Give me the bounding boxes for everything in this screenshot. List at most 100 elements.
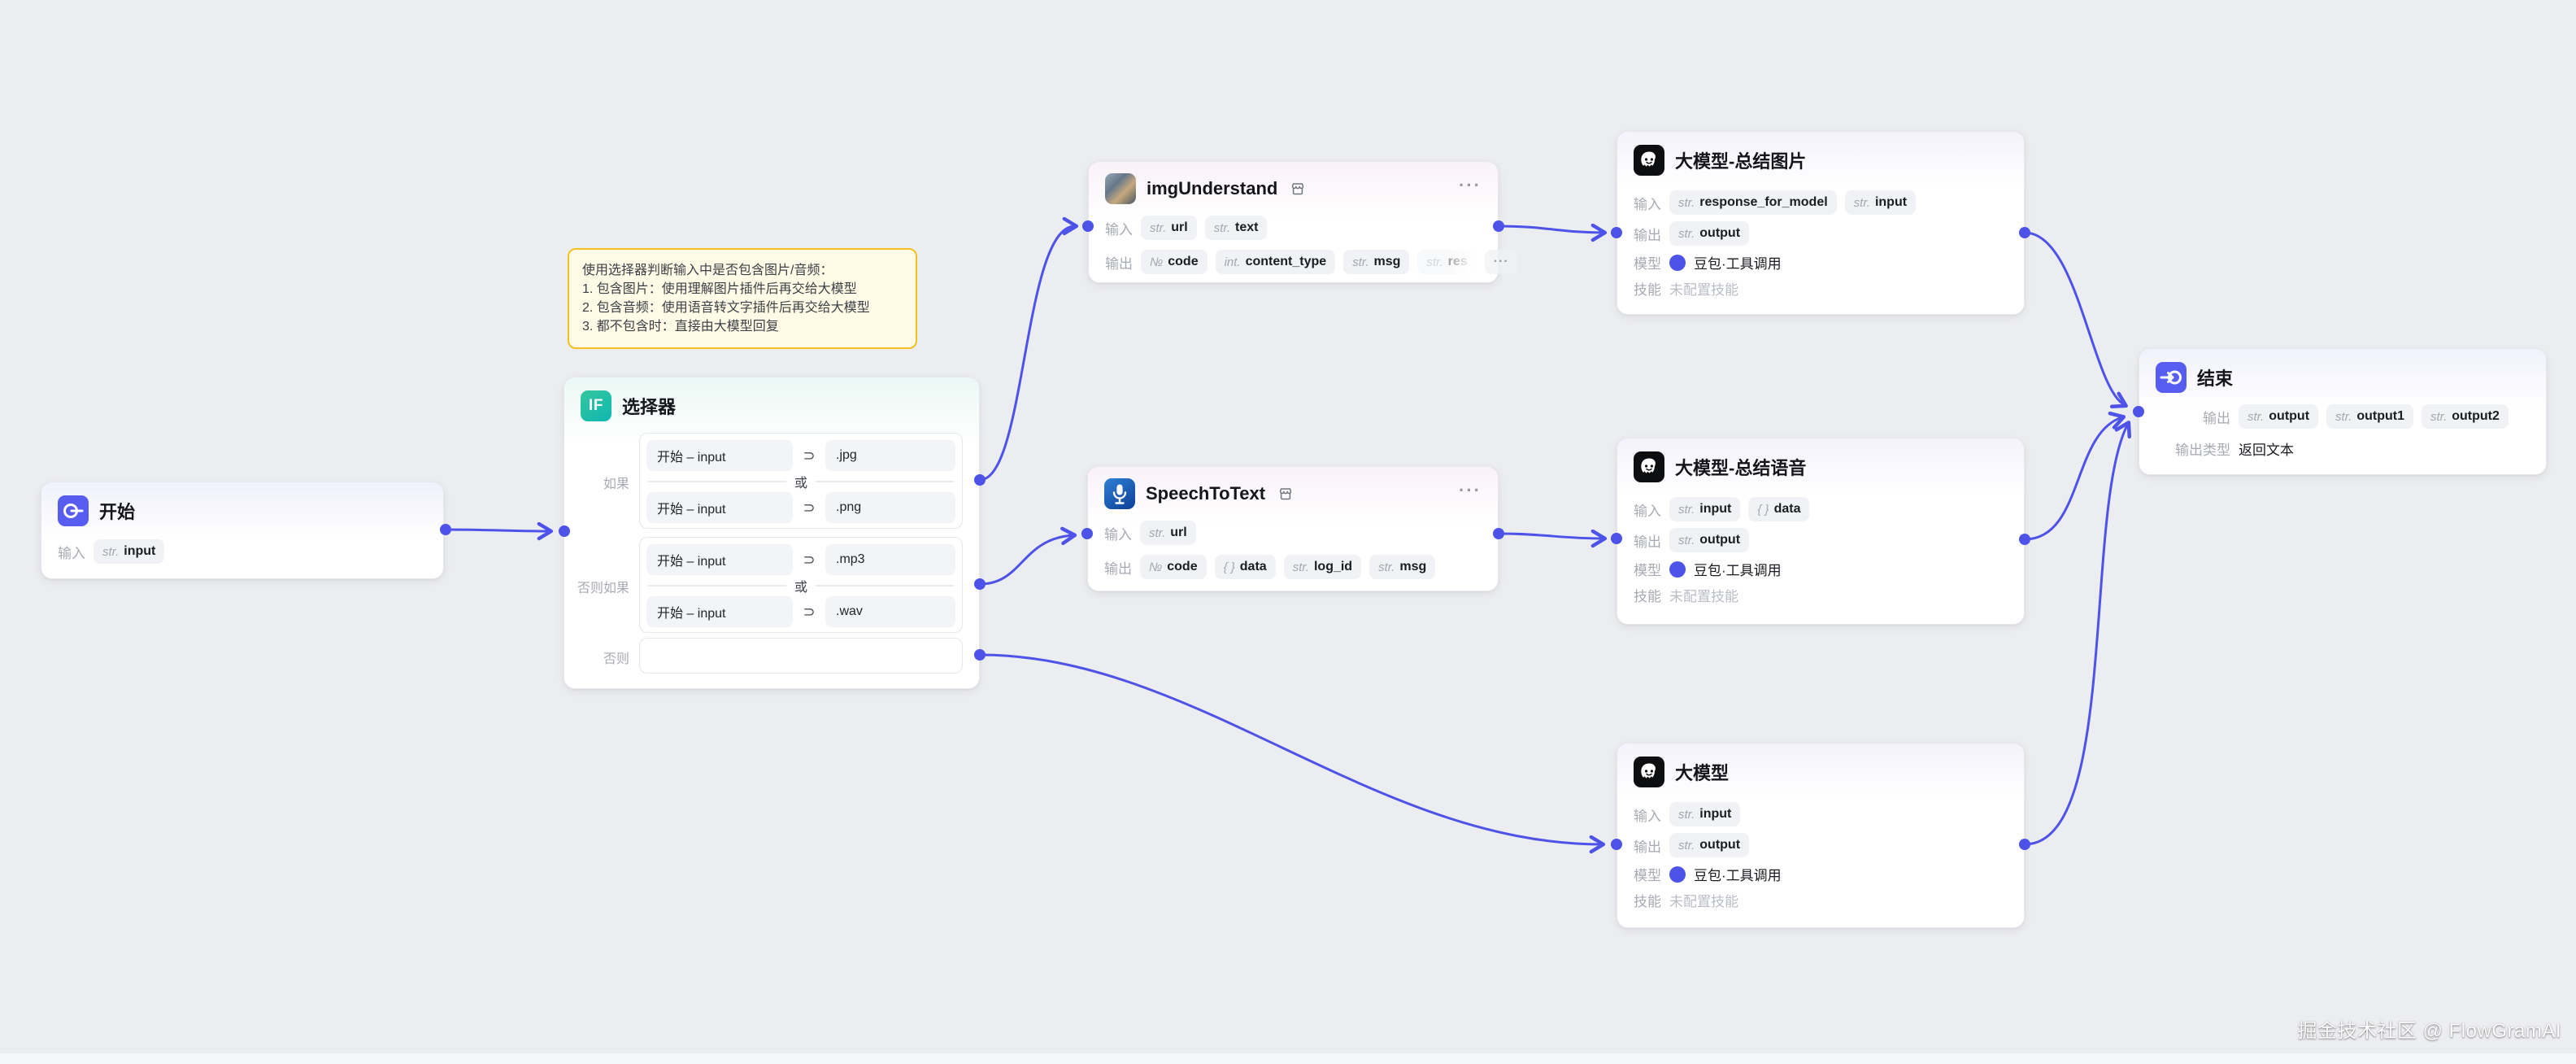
node-llm-summarize-image[interactable]: 大模型-总结图片 输入 str.response_for_model str.i… [1617,131,2025,315]
var-tag[interactable]: str.input [1844,190,1917,215]
edge-llm-end[interactable] [2024,421,2132,846]
var-tag[interactable]: str.msg [1343,250,1410,274]
var-tag[interactable]: str.input [94,539,165,564]
if-icon: IF [581,390,611,421]
var-tag[interactable]: str.url [1140,521,1196,545]
node-llm-summarize-speech[interactable]: 大模型-总结语音 输入 str.input { }data 输出 str.out… [1617,438,2025,625]
model-dot-icon [1669,560,1686,578]
condition-right-operand[interactable]: .png [825,492,955,523]
condition-operator[interactable]: ⊃ [803,603,816,620]
if-icon-text: IF [589,397,603,414]
node-end[interactable]: 结束 输出 str.output str.output1 str.output2… [2139,348,2547,475]
var-tag[interactable]: str.input [1669,497,1741,521]
skill-row: 技能 未配置技能 [1617,278,2024,299]
outputs-label: 输出 [1105,255,1133,272]
condition-right-operand[interactable]: .jpg [825,440,955,471]
var-name: code [1168,255,1199,268]
comment-note[interactable]: 使用选择器判断输入中是否包含图片/音频： 1. 包含图片：使用理解图片插件后再交… [568,248,917,349]
var-type: { } [1223,560,1235,574]
node-llm[interactable]: 大模型 输入 str.input 输出 str.output 模型 豆包·工具调… [1617,743,2025,928]
condition-left-operand[interactable]: 开始 – input [646,544,793,575]
model-label: 模型 [1634,868,1661,883]
edge-llmimage-end[interactable] [2024,231,2128,408]
var-tag[interactable]: str.output [2239,404,2319,429]
condition-left-operand[interactable]: 开始 – input [646,596,793,627]
edge-elseif-speechtotext[interactable] [979,526,1077,586]
skill-empty-text: 未配置技能 [1669,282,1738,298]
start-icon [58,495,89,526]
condition-group-else[interactable] [639,638,963,674]
skill-label: 技能 [1634,589,1661,604]
var-tag[interactable]: int.content_type [1215,250,1336,274]
var-tag[interactable]: str.text [1204,216,1268,240]
var-tag[interactable]: str.msg [1369,555,1436,579]
condition-row: 开始 – input ⊃ .wav [646,596,955,627]
var-tag[interactable]: str.url [1141,216,1197,240]
var-type: str. [1853,195,1870,210]
model-label: 模型 [1634,563,1661,578]
node-header: imgUnderstand ··· [1089,162,1498,204]
edge-llmspeech-end[interactable] [2024,412,2126,541]
var-type: № [1149,560,1163,574]
node-selector[interactable]: IF 选择器 如果 开始 – input ⊃ .jpg 或 开始 – input… [564,377,980,689]
node-header: 结束 [2139,349,2546,393]
var-tag[interactable]: str.res [1417,250,1477,274]
var-tag[interactable]: str.output1 [2326,404,2413,429]
var-tag[interactable]: str.output [1669,833,1750,857]
branch-label-elseif: 否则如果 [577,582,629,595]
note-line: 2. 包含音频：使用语音转文字插件后再交给大模型 [582,301,870,315]
var-tag[interactable]: str.output [1669,221,1750,246]
skill-empty-text: 未配置技能 [1669,589,1738,604]
var-name: data [1773,502,1801,516]
node-img-understand[interactable]: imgUnderstand ··· 输入 str.url str.text 输出… [1088,161,1518,283]
var-tag[interactable]: str.log_id [1283,555,1362,579]
condition-group-elseif[interactable]: 开始 – input ⊃ .mp3 或 开始 – input ⊃ .wav [639,537,963,633]
condition-left-operand[interactable]: 开始 – input [646,492,793,523]
var-tag[interactable]: № code [1140,555,1207,579]
var-name: input [124,544,156,558]
overflow-tags-button[interactable]: ··· [1484,250,1518,274]
note-line: 3. 都不包含时：直接由大模型回复 [582,320,779,334]
var-tag[interactable]: str.response_for_model [1669,190,1837,215]
var-type: str. [1678,838,1695,853]
outputs-label: 输出 [1634,534,1661,550]
edge-if-imgunderstand[interactable] [979,216,1079,482]
outputs-label: 输出 [1634,839,1661,855]
edge-imgunderstand-llmimage[interactable] [1498,223,1608,242]
condition-operator[interactable]: ⊃ [803,447,816,464]
var-name: output [2269,409,2310,423]
var-name: output1 [2356,409,2404,423]
skill-empty-text: 未配置技能 [1669,894,1738,909]
node-header: 大模型-总结图片 [1617,132,2024,176]
var-type: str. [1678,226,1695,241]
edge-start-selector[interactable] [445,521,554,541]
condition-operator[interactable]: ⊃ [803,551,816,568]
var-tag[interactable]: str.input [1669,802,1741,826]
condition-operator[interactable]: ⊃ [803,499,816,516]
var-type: str. [1678,195,1695,210]
model-dot-icon [1669,866,1686,883]
var-type: str. [1292,560,1309,574]
node-more-button[interactable]: ··· [1459,175,1482,195]
condition-right-operand[interactable]: .wav [825,596,955,627]
edge-speechtotext-llmspeech[interactable] [1498,529,1608,548]
var-type: str. [1678,502,1695,517]
skill-label: 技能 [1634,894,1661,909]
condition-group-if[interactable]: 开始 – input ⊃ .jpg 或 开始 – input ⊃ .png [639,433,963,529]
condition-left-operand[interactable]: 开始 – input [646,440,793,471]
var-name: code [1167,560,1198,573]
inputs-row: 输入 str.input [41,539,443,564]
var-tag[interactable]: str.output [1669,528,1750,552]
condition-right-operand[interactable]: .mp3 [825,544,955,575]
var-tag[interactable]: { }data [1748,497,1810,521]
node-title: 大模型-总结图片 [1675,151,1807,172]
var-tag[interactable]: { }data [1214,555,1276,579]
edge-else-llm[interactable] [979,653,1606,854]
var-tag[interactable]: str.output2 [2421,404,2509,429]
var-type: str. [1352,255,1369,269]
node-start[interactable]: 开始 输入 str.input [41,482,444,579]
node-more-button[interactable]: ··· [1459,480,1482,500]
